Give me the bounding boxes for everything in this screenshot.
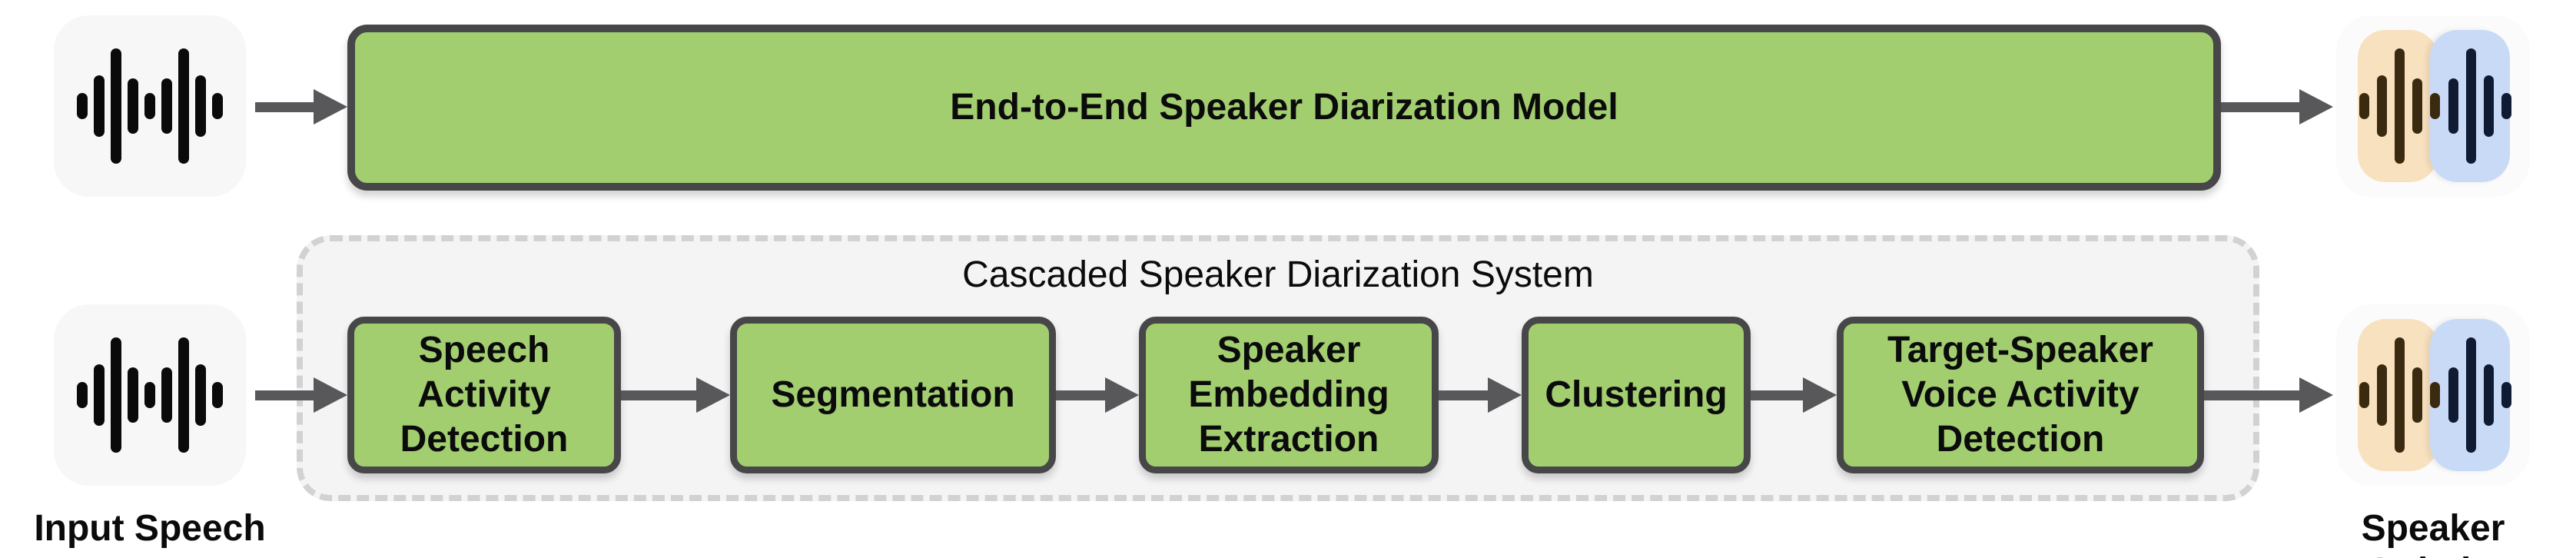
arrow-head-icon [2299,89,2333,125]
waveform-icon [77,48,223,164]
speaker-labels-icon-top [2336,15,2530,197]
speaker-labels-caption: Speaker Labels [2361,508,2505,558]
speaker-a-waveform-icon [2359,304,2440,486]
flow-arrow [2221,89,2333,125]
arrow-head-icon [1803,377,1837,413]
flow-arrow [1439,377,1522,413]
stage-label-line: Speech [418,330,550,370]
stage-label-line: Activity [417,374,551,415]
e2e-model-box: End-to-End Speaker Diarization Model [347,25,2221,191]
stage-segmentation: Segmentation [730,317,1056,473]
stage-speaker-embedding-extraction: Speaker Embedding Extraction [1139,317,1439,473]
stage-clustering: Clustering [1522,317,1751,473]
speaker-a-waveform-icon [2359,15,2440,197]
speaker-b-waveform-icon [2448,304,2511,486]
flow-arrow [1056,377,1139,413]
arrow-shaft [2204,390,2299,400]
arrow-head-icon [1105,377,1139,413]
speaker-labels-icon-bottom [2336,304,2530,486]
stage-label-line: Voice Activity [1901,374,2139,415]
input-speech-icon-bottom [54,304,246,486]
stage-label-line: Segmentation [771,374,1015,415]
arrow-shaft [621,390,696,400]
flow-arrow [255,89,347,125]
arrow-shaft [1056,390,1105,400]
stage-label-line: Target-Speaker [1887,330,2153,370]
e2e-model-label: End-to-End Speaker Diarization Model [950,87,1618,128]
arrow-shaft [2221,101,2299,112]
arrow-head-icon [1488,377,1522,413]
waveform-icon [77,337,223,453]
arrow-head-icon [314,377,347,413]
arrow-shaft [1439,390,1488,400]
stage-label-line: Detection [400,419,569,460]
input-speech-icon-top [54,15,246,197]
arrow-head-icon [314,89,347,125]
arrow-shaft [1751,390,1803,400]
arrow-head-icon [696,377,730,413]
stage-label-line: Detection [1936,419,2105,460]
flow-arrow [621,377,730,413]
stage-label-line: Clustering [1545,374,1728,415]
arrow-head-icon [2299,377,2333,413]
stage-label-line: Speaker [1217,330,1361,370]
arrow-shaft [255,101,314,112]
stage-label-line: Extraction [1198,419,1379,460]
stage-label-line: Embedding [1188,374,1389,415]
speaker-b-waveform-icon [2448,15,2511,197]
stage-speech-activity-detection: Speech Activity Detection [347,317,621,473]
flow-arrow [255,377,347,413]
cascaded-system-title: Cascaded Speaker Diarization System [962,254,1594,295]
flow-arrow [2204,377,2333,413]
flow-arrow [1751,377,1837,413]
stage-target-speaker-vad: Target-Speaker Voice Activity Detection [1837,317,2204,473]
input-speech-caption: Input Speech [34,508,266,549]
arrow-shaft [255,390,314,400]
